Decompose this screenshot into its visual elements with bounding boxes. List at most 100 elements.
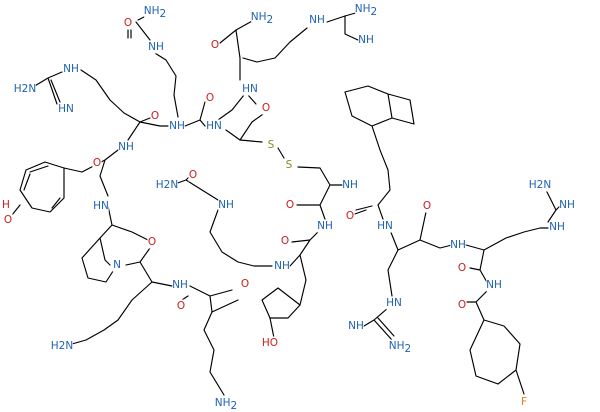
atom-label-bg xyxy=(215,396,237,410)
atom-label-o-cys: O xyxy=(286,199,294,211)
atom-label-bg xyxy=(266,138,276,152)
atom-label-bg xyxy=(58,102,74,116)
atom-label-nh-urea-top: NH xyxy=(148,41,164,53)
atom-label-bg xyxy=(358,33,374,47)
atom-label-o-pro: O xyxy=(148,236,156,248)
atom-label-n-pro: N xyxy=(113,259,121,271)
atom-label-s-left: S xyxy=(268,139,275,151)
atom-label-bg xyxy=(284,158,294,172)
atom-label-bg xyxy=(519,395,529,409)
atom-label-s-right: S xyxy=(286,159,293,171)
atom-label-nh-benzoyl: NH xyxy=(486,279,502,291)
atom-label-bg xyxy=(262,336,278,350)
atom-label-hn-guan-left-b: HN xyxy=(58,103,74,115)
atom-label-h-tyr-oh-left: H xyxy=(2,199,10,211)
atom-label-hn-guan-mid: HN xyxy=(386,297,402,309)
atom-label-bg xyxy=(172,278,188,292)
atom-label-bg xyxy=(457,298,467,312)
atom-label-bg xyxy=(242,82,258,96)
atom-label-bg xyxy=(355,2,377,16)
atom-label-o-tyr-oh-left: O xyxy=(4,214,12,226)
atom-label-o-arg-right: O xyxy=(458,262,466,274)
atom-label-nh2-guan-mid: NH2 xyxy=(389,340,411,355)
atom-label-nh-lys-mid: NH xyxy=(274,260,290,272)
atom-label-bg xyxy=(280,234,290,248)
atom-label-bg xyxy=(147,235,157,249)
atom-label-bg xyxy=(1,198,11,212)
atom-label-bg xyxy=(240,277,250,291)
atom-label-bg xyxy=(144,4,166,18)
atom-label-o-urea-mid: O xyxy=(189,169,197,181)
atom-label-bg xyxy=(218,198,234,212)
atom-label-bg xyxy=(450,238,466,252)
atom-label-bg xyxy=(261,101,271,115)
atom-label-bg xyxy=(150,109,160,123)
atom-label-bg xyxy=(63,62,79,76)
atom-label-nh-guan-top-a: NH xyxy=(309,14,325,26)
atom-label-bg xyxy=(112,258,122,272)
atom-label-bg xyxy=(386,296,402,310)
atom-label-o-glu-left: O xyxy=(206,92,214,104)
atom-label-bg xyxy=(559,198,575,212)
atom-label-o-top-chain: O xyxy=(262,102,270,114)
atom-label-nh2-amide-top: NH2 xyxy=(251,11,273,26)
atom-label-nh-guan-top-b: NH xyxy=(358,34,374,46)
atom-label-nh-arg-left: NH xyxy=(169,120,185,132)
atom-label-bg xyxy=(188,168,198,182)
atom-label-nh-lys-left: NH xyxy=(172,279,188,291)
atom-label-bg xyxy=(206,119,222,133)
atom-label-f-benzoyl: F xyxy=(521,396,527,408)
atom-label-o-arg-left: O xyxy=(151,110,159,122)
atom-label-nh-cys: NH xyxy=(342,179,358,191)
atom-label-nh-guan-right-a: NH xyxy=(549,221,565,233)
atom-label-bg xyxy=(156,178,178,192)
atom-label-bg xyxy=(93,199,109,213)
atom-label-bg xyxy=(377,219,393,233)
atom-label-o-lys-left: O xyxy=(241,278,249,290)
atom-label-nh-guan-left-a: NH xyxy=(63,63,79,75)
atom-label-bg xyxy=(205,91,215,105)
atom-label-bg xyxy=(285,198,295,212)
atom-label-o-napth: O xyxy=(346,210,354,222)
atom-label-nh-guan-right-b: NH xyxy=(559,199,575,211)
atom-label-o-tyr-left: O xyxy=(93,157,101,169)
atom-label-bg xyxy=(348,319,364,333)
atom-label-bg xyxy=(317,219,333,233)
atom-label-bg xyxy=(92,156,102,170)
atom-label-h2n-urea-mid: H2N xyxy=(156,179,178,191)
atom-label-nh-tyr-mid: NH xyxy=(317,220,333,232)
atom-label-bg xyxy=(457,261,467,275)
atom-label-nh-guan-mid-a: NH xyxy=(348,320,364,332)
bond-lines xyxy=(11,11,561,396)
atom-label-nh-napth: HN xyxy=(377,220,393,232)
atom-label-o-benzoyl: O xyxy=(458,299,466,311)
atom-label-nh2-lys-low: NH2 xyxy=(215,397,237,412)
atom-label-hn-arg-center: HN xyxy=(206,120,222,132)
atom-label-ho-tyr-mid: HO xyxy=(262,337,278,349)
atom-label-bg xyxy=(342,178,358,192)
atom-label-h2n-guan-left: H2N xyxy=(14,83,36,95)
atom-label-bg xyxy=(176,299,186,313)
atom-label-nh-arg-right: NH xyxy=(450,239,466,251)
atom-label-bg xyxy=(309,13,325,27)
atom-label-bg xyxy=(3,213,13,227)
atom-label-nh2-guan-top: NH2 xyxy=(355,3,377,18)
atom-label-bg xyxy=(169,119,185,133)
atom-label-bg xyxy=(529,178,551,192)
atom-label-o-tyr-mid: O xyxy=(281,235,289,247)
atom-label-nh2-urea-top: NH2 xyxy=(144,5,166,20)
atom-label-bg xyxy=(51,339,73,353)
atom-label-o-urea-top: O xyxy=(124,17,132,29)
atom-label-bg xyxy=(14,82,36,96)
atom-label-bg xyxy=(123,16,133,30)
atom-label-bg xyxy=(251,10,273,24)
atom-label-nh-top-chain: HN xyxy=(242,83,258,95)
atom-label-o-lys-mid: O xyxy=(423,200,431,212)
atom-label-bg xyxy=(345,209,355,223)
atom-label-nh-urea-mid: NH xyxy=(218,199,234,211)
atom-label-bg xyxy=(274,259,290,273)
atom-label-h2n-lys-left: H2N xyxy=(51,340,73,352)
